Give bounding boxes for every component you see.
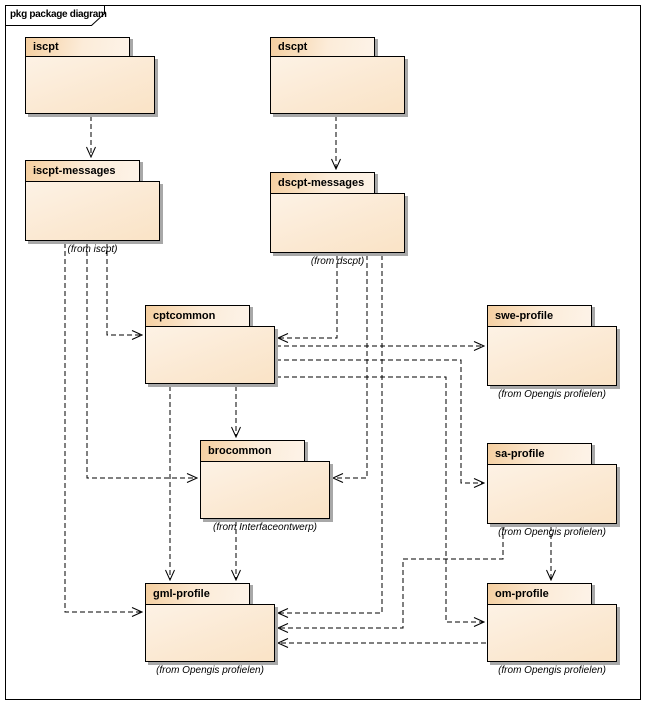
package-label: dscpt [278, 41, 308, 53]
package-sa-profile[interactable]: sa-profile (from Opengis profielen) [487, 443, 621, 545]
package-label: om-profile [495, 588, 549, 600]
package-label: gml-profile [153, 588, 210, 600]
package-label: swe-profile [495, 310, 554, 322]
dependency-arrow-iscpt-messages-to-brocommon[interactable] [86, 243, 197, 478]
package-body [487, 604, 617, 662]
dependency-arrow-iscpt-messages-to-gml-profile[interactable] [64, 243, 142, 612]
package-tab: iscpt-messages [25, 160, 140, 182]
package-caption: (from Opengis profielen) [498, 527, 606, 538]
package-gml-profile[interactable]: gml-profile (from Opengis profielen) [145, 583, 279, 683]
package-tab: brocommon [200, 440, 305, 462]
package-body [200, 461, 330, 519]
package-tab: sa-profile [487, 443, 592, 465]
package-dscpt-messages[interactable]: dscpt-messages (from dscpt) [270, 172, 409, 274]
package-body [270, 193, 405, 253]
diagram-title: pkg package diagram [10, 9, 107, 20]
package-body [145, 326, 275, 384]
package-iscpt[interactable]: iscpt [25, 37, 159, 135]
package-caption: (from Opengis profielen) [498, 665, 606, 676]
package-body [25, 181, 160, 241]
package-tab: cptcommon [145, 305, 250, 327]
package-tab: om-profile [487, 583, 592, 605]
package-caption: (from Interfaceontwerp) [213, 522, 317, 533]
package-label: cptcommon [153, 310, 216, 322]
package-tab: dscpt [270, 37, 375, 57]
package-tab: dscpt-messages [270, 172, 375, 194]
package-body [25, 56, 155, 114]
package-dscpt[interactable]: dscpt [270, 37, 409, 135]
package-body [145, 604, 275, 662]
package-tab: swe-profile [487, 305, 592, 327]
package-label: sa-profile [495, 448, 545, 460]
dependency-arrow-dscpt-messages-to-cptcommon[interactable] [278, 255, 338, 338]
diagram-frame-title-tab [5, 5, 105, 26]
package-body [487, 326, 617, 386]
dependency-arrow-iscpt-messages-to-cptcommon[interactable] [106, 243, 142, 335]
package-tab: gml-profile [145, 583, 250, 605]
package-label: brocommon [208, 445, 272, 457]
dependency-arrow-dscpt-messages-to-brocommon[interactable] [333, 255, 368, 478]
package-brocommon[interactable]: brocommon (from Interfaceontwerp) [200, 440, 334, 540]
package-label: iscpt [33, 41, 59, 53]
package-cptcommon[interactable]: cptcommon [145, 305, 279, 405]
package-body [270, 56, 405, 114]
package-label: dscpt-messages [278, 177, 365, 189]
package-caption: (from iscpt) [67, 244, 118, 255]
dependency-arrow-dscpt-messages-to-gml-profile[interactable] [278, 255, 383, 613]
package-caption: (from Opengis profielen) [498, 389, 606, 400]
package-iscpt-messages[interactable]: iscpt-messages (from iscpt) [25, 160, 164, 262]
package-body [487, 464, 617, 524]
package-caption: (from dscpt) [310, 256, 365, 267]
package-label: iscpt-messages [33, 165, 116, 177]
dependency-arrow-sa-profile-to-gml-profile[interactable] [278, 526, 504, 628]
dependency-arrow-cptcommon-to-sa-profile[interactable] [276, 359, 484, 483]
dependency-arrow-cptcommon-to-om-profile[interactable] [276, 376, 484, 622]
package-swe-profile[interactable]: swe-profile (from Opengis profielen) [487, 305, 621, 407]
diagram-frame [5, 5, 641, 700]
package-om-profile[interactable]: om-profile (from Opengis profielen) [487, 583, 621, 683]
package-caption: (from Opengis profielen) [156, 665, 264, 676]
package-tab: iscpt [25, 37, 130, 57]
